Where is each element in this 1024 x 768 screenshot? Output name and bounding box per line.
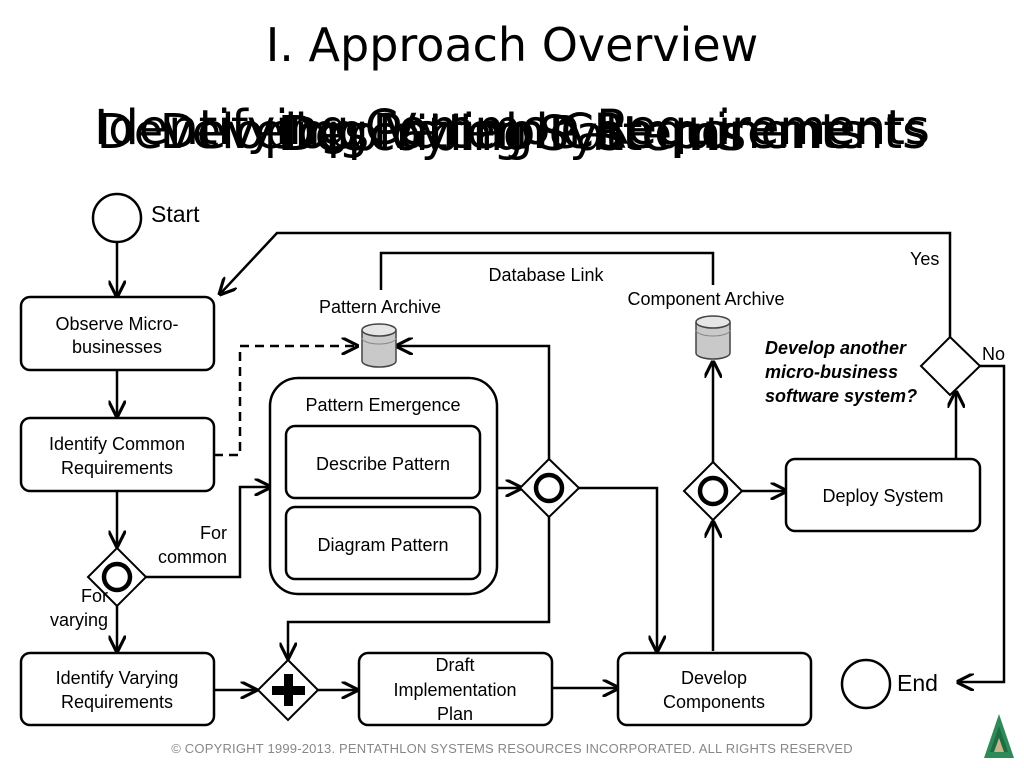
for-common-label-line-2: common bbox=[158, 547, 227, 567]
gateway-parallel bbox=[256, 658, 320, 722]
task-describe-pattern-label: Describe Pattern bbox=[316, 454, 450, 474]
end-label: End bbox=[897, 670, 938, 696]
for-varying-label-line-2: varying bbox=[50, 610, 108, 630]
task-develop-line-1: Develop bbox=[681, 668, 747, 688]
task-identify-varying-requirements: Identify Varying Requirements bbox=[19, 651, 216, 727]
subtitle-layer-1: Identifying Common Requirements bbox=[94, 100, 930, 156]
component-archive-label: Component Archive bbox=[627, 289, 784, 309]
for-common-label-line-1: For bbox=[200, 523, 227, 543]
task-develop-line-2: Components bbox=[663, 692, 765, 712]
end-event bbox=[840, 658, 892, 710]
subprocess-label: Pattern Emergence bbox=[305, 395, 460, 415]
question-line-3: software system? bbox=[765, 386, 917, 406]
task-diagram-pattern bbox=[284, 505, 482, 581]
gateway-pattern-output bbox=[518, 457, 581, 519]
task-identify-common-line-1: Identify Common bbox=[49, 434, 185, 454]
task-identify-common-line-2: Requirements bbox=[61, 458, 173, 478]
slide-title: I. Approach Overview bbox=[265, 18, 759, 72]
subtitle-layer-2: Developing Variable Requirements bbox=[96, 104, 928, 160]
flow-gateway-to-develop bbox=[579, 486, 657, 651]
flow-for-common bbox=[146, 487, 270, 579]
association-to-pattern-archive bbox=[214, 346, 357, 457]
start-label: Start bbox=[151, 201, 200, 227]
flow-no-to-end bbox=[958, 364, 1006, 682]
subtitle-layer-5: Deploying Systems bbox=[281, 106, 743, 162]
database-link-label: Database Link bbox=[488, 265, 604, 285]
gateway-decision-another-system bbox=[919, 335, 982, 397]
task-identify-varying-line-1: Identify Varying bbox=[56, 668, 179, 688]
task-draft-line-3: Plan bbox=[437, 704, 473, 724]
for-varying-label-line-1: For bbox=[81, 586, 108, 606]
company-logo bbox=[984, 714, 1014, 758]
start-event bbox=[91, 192, 143, 244]
task-deploy-label: Deploy System bbox=[822, 486, 943, 506]
question-line-1: Develop another bbox=[765, 338, 907, 358]
flow-gateway-to-parallel bbox=[288, 517, 551, 658]
database-icon bbox=[695, 315, 731, 360]
pattern-archive-label: Pattern Archive bbox=[319, 297, 441, 317]
task-deploy-system: Deploy System bbox=[784, 457, 982, 533]
task-observe-micro-businesses: Observe Micro- businesses bbox=[19, 295, 216, 372]
task-observe-line-2: businesses bbox=[72, 337, 162, 357]
subprocess-pattern-emergence: Pattern Emergence Describe Pattern Diagr… bbox=[268, 376, 499, 596]
task-draft-line-2: Implementation bbox=[393, 680, 516, 700]
subtitle-layer-4: Develop Pattern Components bbox=[159, 104, 865, 160]
task-draft-implementation-plan: Draft Implementation Plan bbox=[357, 651, 554, 727]
question-line-2: micro-business bbox=[765, 362, 898, 382]
database-link-line bbox=[379, 251, 715, 290]
task-identify-common-requirements: Identify Common Requirements bbox=[19, 416, 216, 493]
no-label: No bbox=[982, 344, 1005, 364]
subtitle-layer-3: Describing Patterns bbox=[277, 106, 747, 162]
flow-yes-loop bbox=[220, 231, 952, 337]
task-identify-varying-line-2: Requirements bbox=[61, 692, 173, 712]
task-describe-pattern bbox=[284, 424, 482, 500]
yes-label: Yes bbox=[910, 249, 939, 269]
copyright-footer: © COPYRIGHT 1999-2013. PENTATHLON SYSTEM… bbox=[171, 741, 853, 756]
task-draft-line-1: Draft bbox=[435, 655, 474, 675]
flow-gateway-to-pattern-archive bbox=[397, 346, 551, 459]
gateway-component-output bbox=[682, 460, 744, 522]
task-diagram-pattern-label: Diagram Pattern bbox=[317, 535, 448, 555]
database-icon bbox=[361, 323, 397, 368]
task-develop-components: Develop Components bbox=[616, 651, 813, 727]
gateway-common-varying bbox=[86, 546, 148, 608]
connectors bbox=[117, 231, 1006, 690]
task-observe-line-1: Observe Micro- bbox=[55, 314, 178, 334]
